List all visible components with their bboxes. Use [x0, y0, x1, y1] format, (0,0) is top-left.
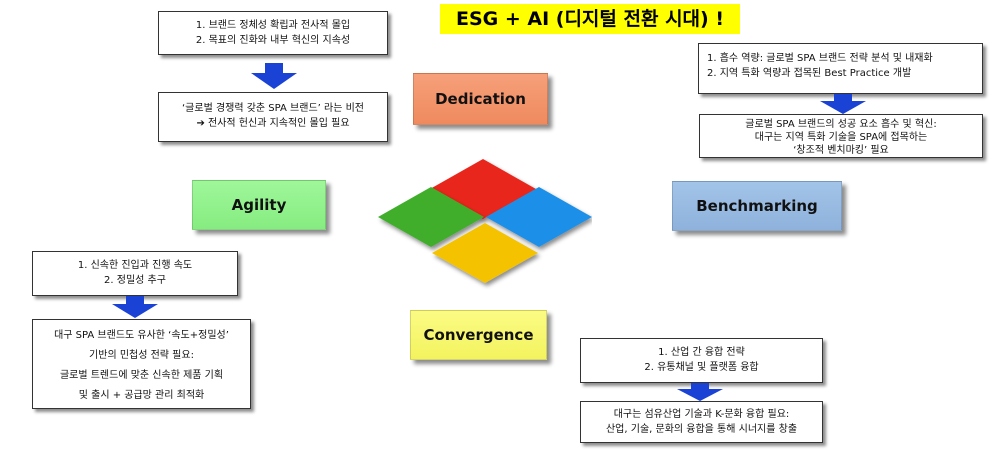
benchmarking-label: Benchmarking [672, 181, 842, 231]
dedication-vision-2: ➔ 전사적 헌신과 지속적인 몰입 필요 [196, 118, 350, 129]
page-title: ESG + AI (디지털 전환 시대) ! [440, 4, 740, 34]
agility-strategy-2: 기반의 민첩성 전략 필요: [89, 350, 194, 361]
benchmarking-innov-3: ‘창조적 벤치마킹’ 필요 [793, 145, 889, 156]
dedication-box-vision: ‘글로벌 경쟁력 갖춘 SPA 브랜드’ 라는 비전 ➔ 전사적 헌신과 지속적… [158, 92, 388, 142]
convergence-box-strategy: 1. 산업 간 융합 전략 2. 유통채널 및 플랫폼 융합 [580, 338, 823, 383]
arrow-down-icon [677, 383, 723, 401]
benchmarking-cap-2: 2. 지역 특화 역량과 접목된 Best Practice 개발 [707, 68, 912, 79]
dedication-vision-1: ‘글로벌 경쟁력 갖춘 SPA 브랜드’ 라는 비전 [181, 103, 364, 114]
benchmarking-innov-1: 글로벌 SPA 브랜드의 성공 요소 흡수 및 혁신: [745, 119, 937, 130]
agility-strategy-3: 글로벌 트렌드에 맞춘 신속한 제품 기획 [59, 370, 224, 381]
convergence-strategy-1: 1. 산업 간 융합 전략 [658, 347, 745, 358]
four-diamond-logo-icon [378, 159, 592, 283]
arrow-down-icon [251, 63, 297, 89]
agility-strategy-4: 및 출시 + 공급망 관리 최적화 [78, 390, 205, 401]
diamond-green [378, 187, 484, 247]
dedication-box-goals: 1. 브랜드 정체성 확립과 전사적 몰입 2. 목표의 진화와 내부 혁신의 … [158, 11, 388, 55]
agility-speed-2: 2. 정밀성 추구 [104, 275, 166, 286]
benchmarking-box-capabilities: 1. 흡수 역량: 글로벌 SPA 브랜드 전략 분석 및 내재화 2. 지역 … [698, 43, 983, 94]
arrow-down-icon [112, 296, 158, 318]
diamond-yellow [432, 223, 538, 283]
convergence-label: Convergence [410, 310, 547, 360]
benchmarking-box-innovation: 글로벌 SPA 브랜드의 성공 요소 흡수 및 혁신: 대구는 지역 특화 기술… [699, 114, 983, 158]
convergence-strategy-2: 2. 유통채널 및 플랫폼 융합 [644, 362, 759, 373]
arrow-down-icon [820, 94, 866, 114]
agility-box-strategy: 대구 SPA 브랜드도 유사한 ‘속도+정밀성’ 기반의 민첩성 전략 필요: … [32, 319, 251, 409]
convergence-synergy-1: 대구는 섬유산업 기술과 K-문화 융합 필요: [613, 409, 790, 420]
convergence-synergy-2: 산업, 기술, 문화의 융합을 통해 시너지를 창출 [605, 424, 798, 435]
dedication-goal-1: 1. 브랜드 정체성 확립과 전사적 몰입 [195, 20, 351, 31]
diamond-blue [486, 187, 592, 247]
convergence-box-synergy: 대구는 섬유산업 기술과 K-문화 융합 필요: 산업, 기술, 문화의 융합을… [580, 401, 823, 443]
agility-speed-1: 1. 신속한 진입과 진행 속도 [77, 260, 193, 271]
benchmarking-cap-1: 1. 흡수 역량: 글로벌 SPA 브랜드 전략 분석 및 내재화 [707, 53, 933, 64]
dedication-label: Dedication [413, 73, 548, 125]
agility-box-speed: 1. 신속한 진입과 진행 속도 2. 정밀성 추구 [32, 251, 238, 296]
agility-label: Agility [192, 180, 326, 230]
agility-strategy-1: 대구 SPA 브랜드도 유사한 ‘속도+정밀성’ [54, 330, 229, 341]
benchmarking-innov-2: 대구는 지역 특화 기술을 SPA에 접목하는 [754, 132, 928, 143]
dedication-goal-2: 2. 목표의 진화와 내부 혁신의 지속성 [195, 35, 351, 46]
